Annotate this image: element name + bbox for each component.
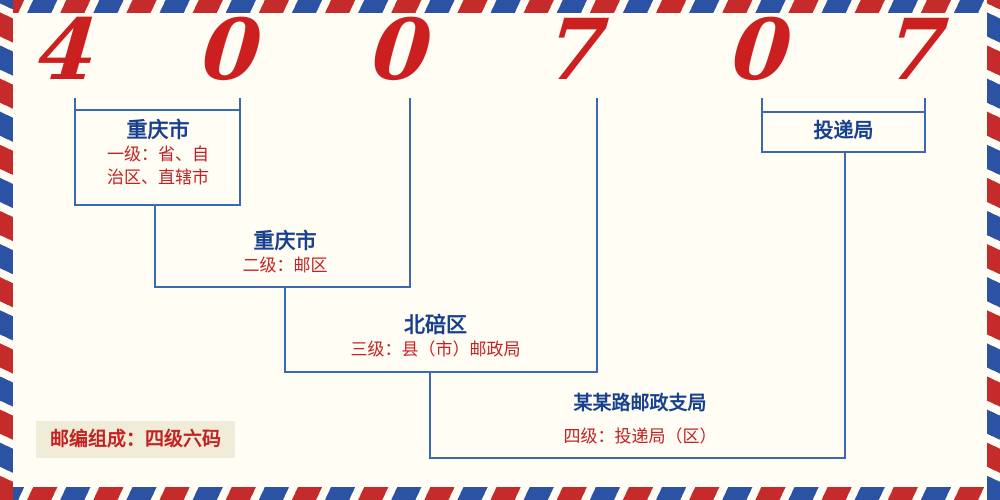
postal-digit-3: 0	[368, 0, 436, 99]
bracket-level5	[761, 98, 926, 153]
level3-desc: 三级：县（市）邮政局	[350, 340, 521, 361]
composition-note: 邮编组成：四级六码	[36, 421, 236, 458]
postal-digit-5: 0	[728, 0, 796, 99]
bracket-level1	[74, 98, 241, 206]
bracket-level4	[429, 152, 846, 459]
level1-title: 重庆市	[126, 118, 190, 142]
level2-title: 重庆市	[253, 229, 317, 253]
bracket-level2	[154, 98, 411, 288]
level4-desc: 四级：投递局（区）	[563, 426, 717, 447]
level1-desc-line1: 一级：省、自	[107, 145, 209, 166]
postal-digit-6: 7	[884, 0, 952, 99]
label-level1: 重庆市 一级：省、自 治区、直辖市	[78, 116, 238, 190]
postal-digit-4: 7	[544, 0, 612, 99]
level1-desc-line2: 治区、直辖市	[107, 168, 209, 189]
label-level3: 北碚区 三级：县（市）邮政局	[318, 311, 553, 362]
airmail-border-top	[0, 0, 1000, 13]
label-level2: 重庆市 二级：邮区	[200, 227, 370, 278]
label-level4: 某某路邮政支局 四级：投递局（区）	[470, 391, 810, 449]
level3-title: 北碚区	[404, 313, 467, 337]
airmail-border-left	[0, 0, 13, 500]
level5-title: 投递局	[813, 118, 874, 142]
level4-title: 某某路邮政支局	[573, 392, 707, 414]
postal-digit-1: 4	[34, 0, 102, 99]
airmail-border-right	[987, 0, 1000, 500]
bracket-level3	[284, 98, 598, 373]
postal-digit-2: 0	[198, 0, 266, 99]
level2-desc: 二级：邮区	[242, 256, 328, 277]
airmail-border-bottom	[0, 487, 1000, 500]
label-level5: 投递局	[764, 117, 923, 144]
